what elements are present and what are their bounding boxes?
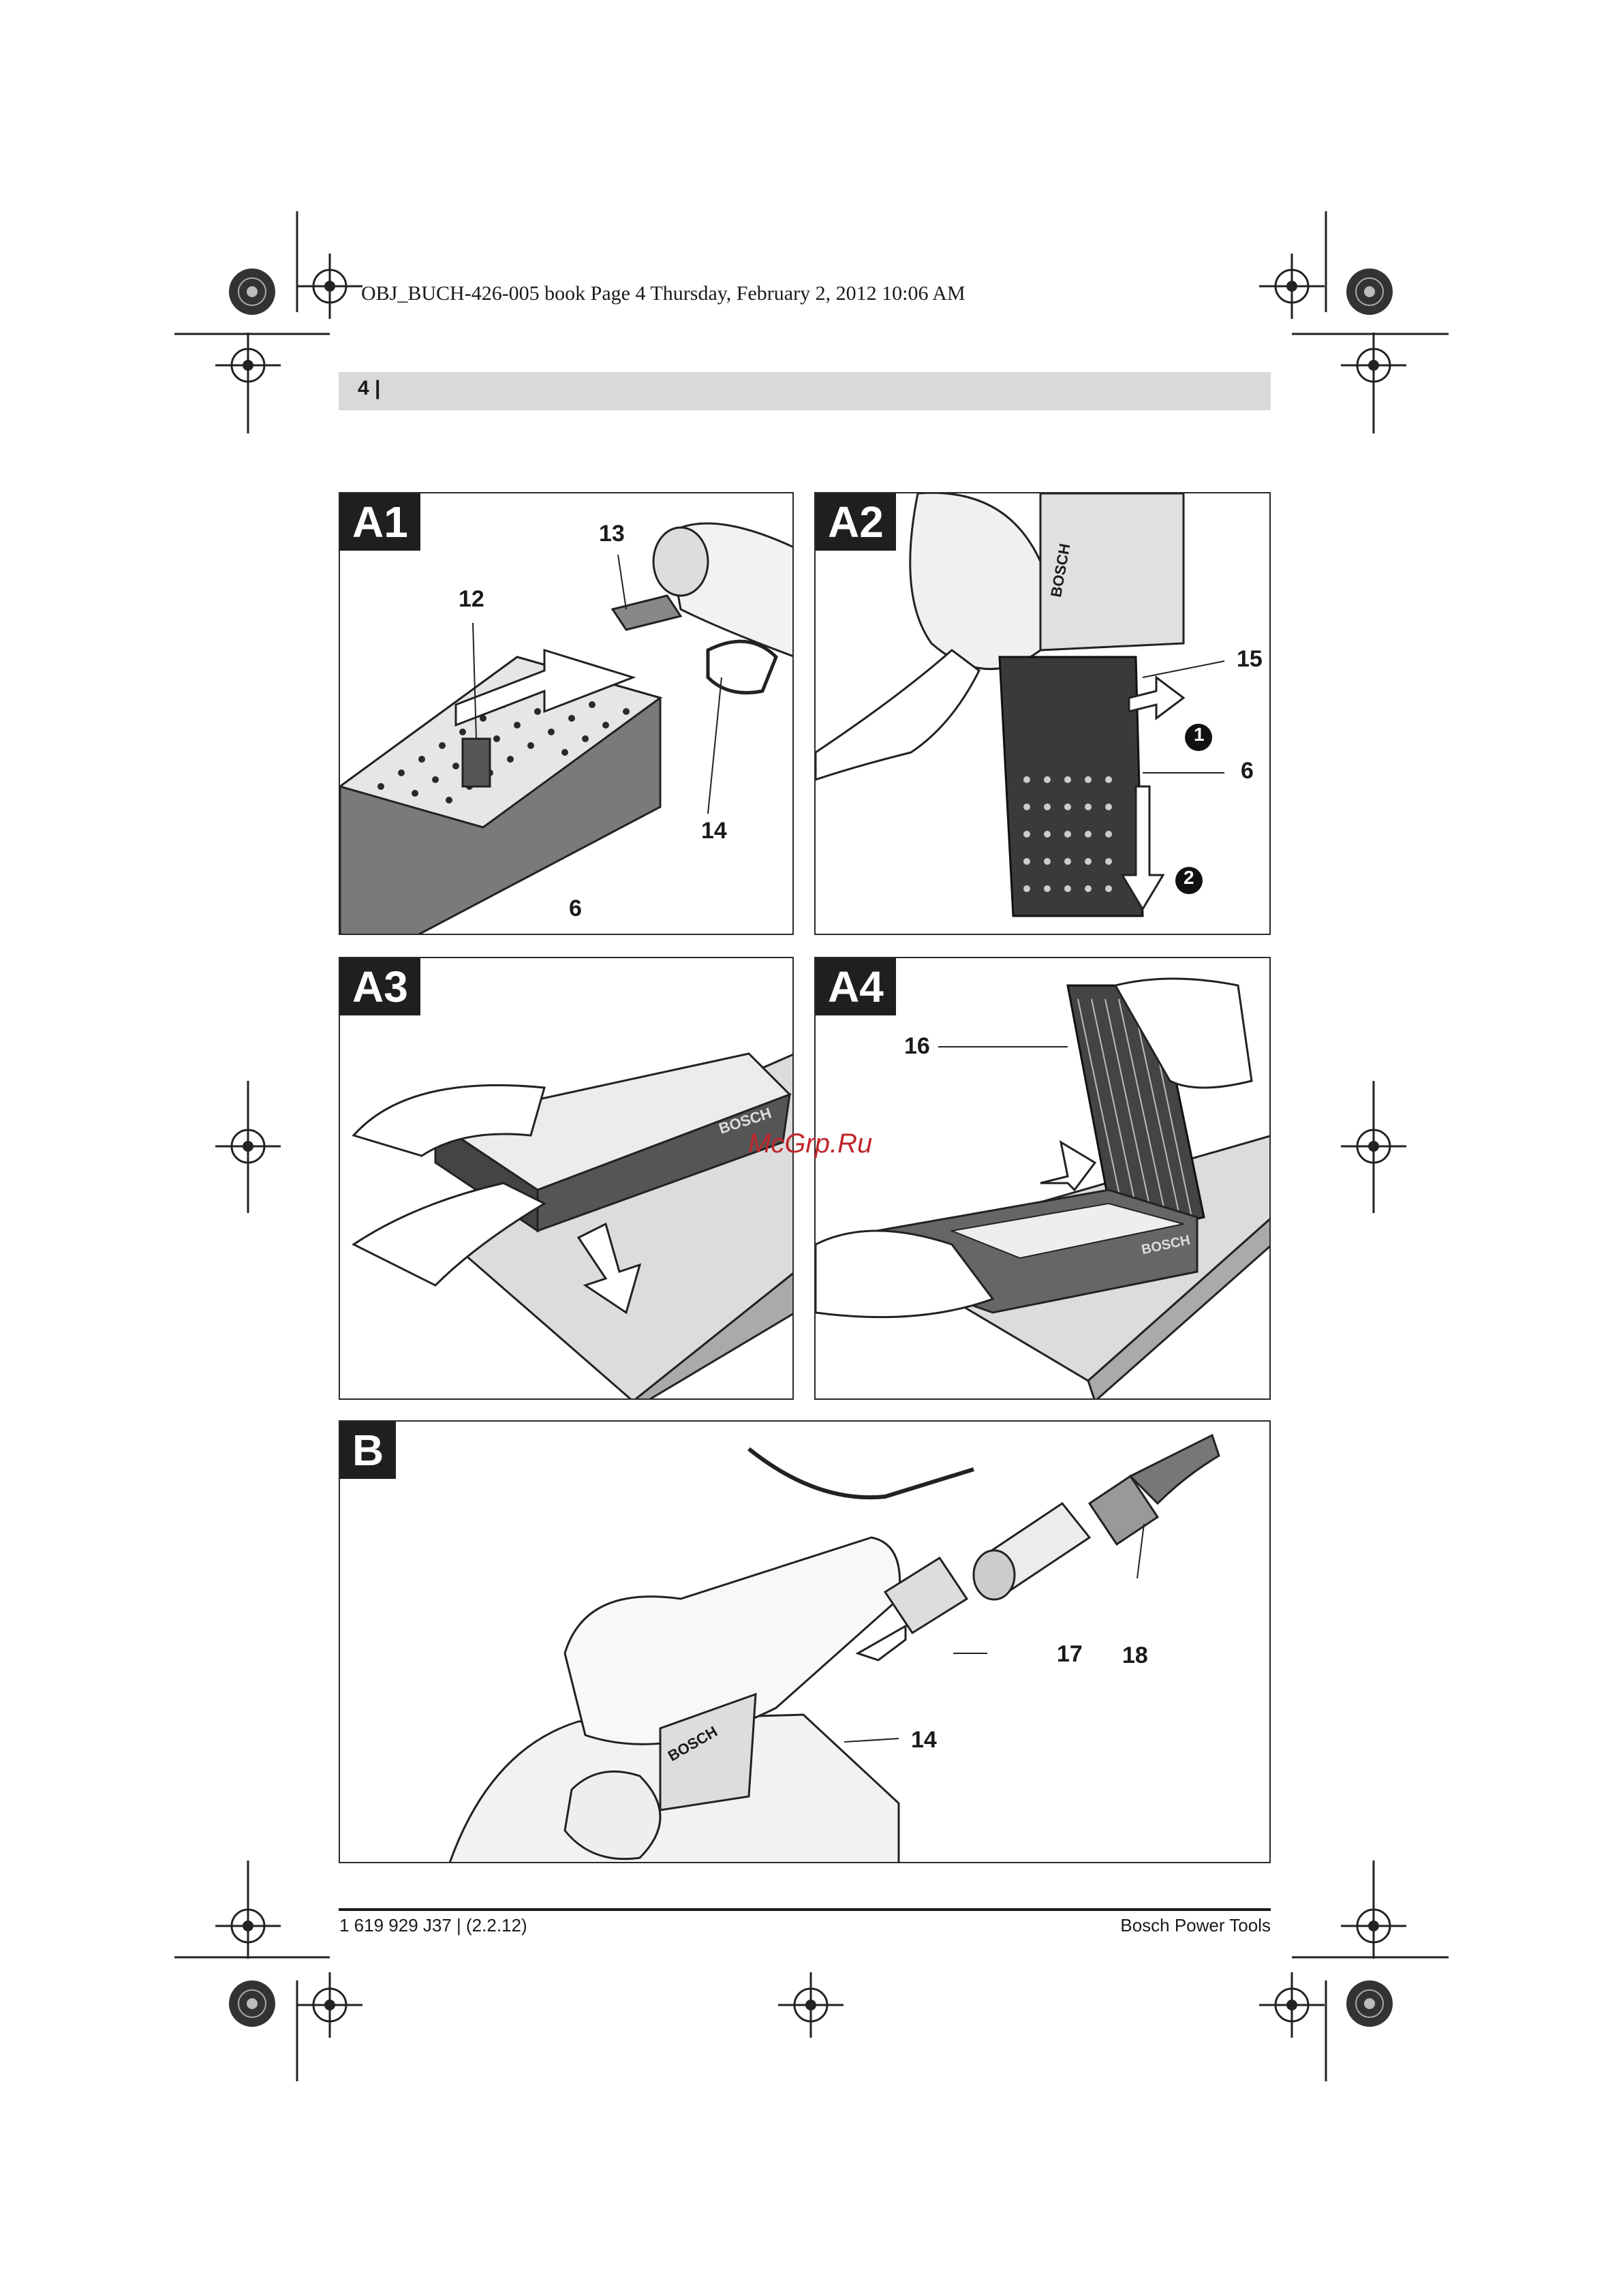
figure-a3: A3 BOSCH <box>339 957 794 1400</box>
figure-a2-tag: A2 <box>816 493 896 551</box>
figure-a4: A4 16 BOSCH <box>814 957 1271 1400</box>
step-1-badge: 1 <box>1194 724 1205 746</box>
label-18: 18 <box>1122 1642 1148 1669</box>
a2-illustration <box>816 493 1271 935</box>
figure-b: B 17 18 14 BOSCH <box>339 1420 1271 1863</box>
figure-a3-tag: A3 <box>340 958 420 1015</box>
page-number: 4 | <box>358 377 380 400</box>
label-14: 14 <box>701 818 727 844</box>
a4-illustration <box>816 958 1271 1400</box>
label-13: 13 <box>599 521 625 547</box>
header-bar <box>339 372 1271 410</box>
label-14: 14 <box>911 1727 937 1754</box>
footer-doc-number: 1 619 929 J37 | (2.2.12) <box>339 1915 527 1936</box>
figure-b-tag: B <box>340 1422 396 1479</box>
figure-a2: A2 15 6 1 2 BOSCH <box>814 492 1271 935</box>
watermark: McGrp.Ru <box>748 1129 872 1159</box>
footer-rule <box>339 1908 1271 1911</box>
label-17: 17 <box>1057 1641 1083 1668</box>
figure-a4-tag: A4 <box>816 958 896 1015</box>
figure-a1: A1 13 12 14 6 <box>339 492 794 935</box>
label-12: 12 <box>459 586 484 613</box>
label-6: 6 <box>1241 758 1254 784</box>
label-16: 16 <box>904 1033 930 1060</box>
figure-a1-tag: A1 <box>340 493 420 551</box>
a3-illustration <box>340 958 794 1400</box>
print-slug: OBJ_BUCH-426-005 book Page 4 Thursday, F… <box>361 282 965 305</box>
a1-illustration <box>340 493 794 935</box>
footer-brand: Bosch Power Tools <box>1120 1915 1271 1936</box>
label-6: 6 <box>569 896 582 922</box>
step-2-badge: 2 <box>1184 867 1194 889</box>
label-15: 15 <box>1237 646 1263 673</box>
